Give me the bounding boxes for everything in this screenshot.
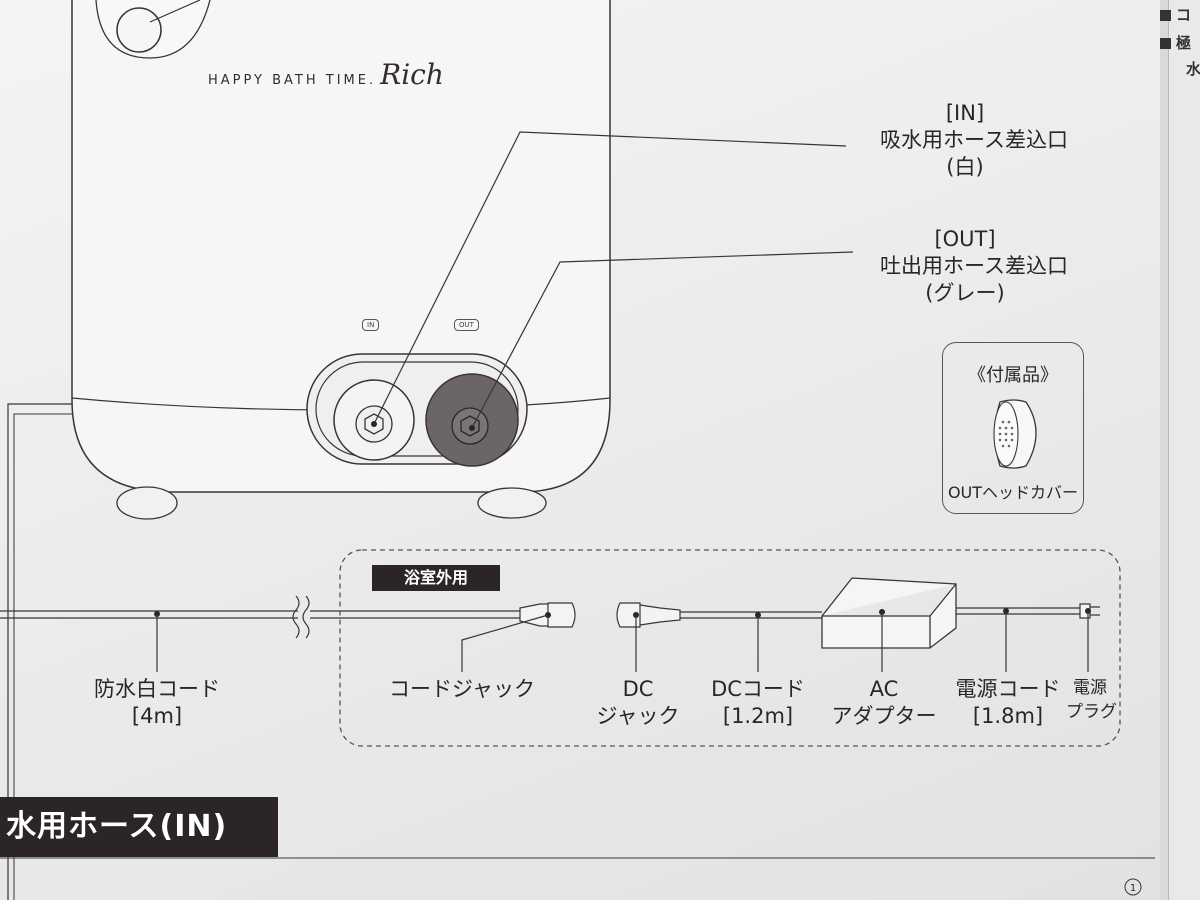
dc-jack-shape (616, 602, 681, 628)
edge-bullet-mark (1160, 38, 1171, 49)
cord-jack-label-1: コードジャック (389, 677, 535, 701)
dc-jack-label: DC ジャック (588, 676, 688, 730)
power-cord-label-1: 電源コード (955, 677, 1061, 701)
ac-adapter-label: AC アダプター (826, 676, 942, 730)
cord-jack-leader (461, 614, 549, 672)
port-housing-inner (315, 361, 519, 457)
power-cord-label-2: [1.8m] (972, 704, 1044, 728)
logo-script: Rich (380, 58, 444, 91)
edge-text-3: 水 (1186, 60, 1200, 78)
waterproof-cord-label-1: 防水白コード (94, 677, 220, 701)
out-callout-dot (469, 425, 475, 431)
in-callout-line (373, 131, 847, 425)
accessory-box: 《付属品》 OUTヘッドカバー (942, 342, 1084, 514)
waterproof-cord-label: 防水白コード [4m] (72, 676, 242, 730)
edge-text-1: コ (1176, 6, 1192, 24)
page-number-circle (1124, 878, 1142, 896)
out-port-callout-tag: [OUT] (934, 227, 996, 251)
button-leader-line (149, 0, 201, 23)
power-plug-label-2: プラグ (1066, 702, 1117, 722)
dc-cord-label-1: DCコード (711, 677, 805, 701)
section-heading: 水用ホース(IN) (0, 797, 278, 857)
in-port-nut (364, 413, 384, 435)
ac-adapter-shape (821, 577, 957, 649)
power-button (116, 7, 162, 53)
ac-adapter-label-2: アダプター (831, 704, 937, 728)
logo-text: HAPPY BATH TIME. (208, 73, 377, 88)
cord-break-mark (292, 595, 310, 639)
cord-jack-label: コードジャック (372, 676, 552, 703)
out-head-cover-holes (998, 420, 1014, 448)
device-foot-left (116, 486, 178, 520)
dc-jack-label-1: DC (622, 677, 654, 701)
waterproof-cord-upper (7, 403, 72, 900)
out-port-nut (460, 415, 480, 437)
in-callout-dot (371, 421, 377, 427)
device-foot-right (477, 487, 547, 519)
page-number: 1 (1130, 883, 1136, 894)
edge-bullet-mark (1160, 10, 1171, 21)
next-page-edge (1168, 0, 1200, 900)
device-logo: HAPPY BATH TIME.Rich (208, 58, 444, 91)
accessory-name: OUTヘッドカバー (947, 483, 1079, 502)
waterproof-cord-label-2: [4m] (131, 704, 183, 728)
in-port-callout: [IN] 吸水用ホース差込口 (白) (880, 100, 1068, 181)
dc-jack-label-2: ジャック (596, 704, 680, 728)
power-cord-label: 電源コード [1.8m] (950, 676, 1066, 730)
dc-cord-label: DCコード [1.2m] (698, 676, 818, 730)
edge-text-2: 極 (1176, 34, 1192, 52)
accessory-title: 《付属品》 (968, 365, 1058, 386)
in-port-callout-color: (白) (946, 155, 984, 179)
outdoor-tag: 浴室外用 (372, 565, 500, 591)
outdoor-zone (339, 549, 1121, 747)
out-port-callout-name: 吐出用ホース差込口 (880, 254, 1068, 278)
out-port-callout: [OUT] 吐出用ホース差込口 (グレー) (880, 226, 1068, 307)
out-callout-line (471, 251, 854, 429)
out-port-tag: OUT (454, 319, 479, 331)
ac-adapter-label-1: AC (869, 677, 899, 701)
in-port-callout-tag: [IN] (945, 101, 985, 125)
out-port-callout-color: (グレー) (925, 281, 1005, 305)
power-plug-label: 電源 プラグ (1066, 676, 1117, 724)
power-plug-label-1: 電源 (1073, 678, 1107, 698)
waterproof-cord-upper-2 (13, 413, 72, 900)
in-port-tag: IN (362, 319, 380, 331)
dc-cord-label-2: [1.2m] (722, 704, 794, 728)
in-port-callout-name: 吸水用ホース差込口 (880, 128, 1068, 152)
